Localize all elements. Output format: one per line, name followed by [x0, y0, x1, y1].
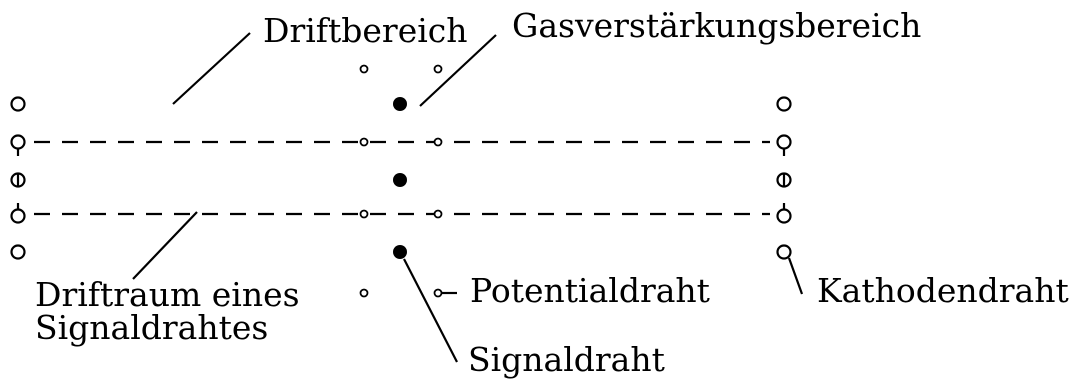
cathode-wire-leader [787, 257, 804, 295]
cathode-wires-left [10, 96, 26, 260]
cathode-wire [10, 134, 26, 150]
potential-wire [433, 209, 443, 219]
cathode-wires-right [776, 96, 792, 260]
gas-amplification-region-label: Gasverstärkungsbereich [512, 6, 921, 45]
signal-wire [393, 97, 407, 111]
cathode-wire [776, 244, 792, 260]
potential-wire [359, 64, 369, 74]
potential-wire-legend-symbol [433, 288, 443, 298]
drift-space-leader [132, 211, 198, 280]
drift-region-leader [172, 32, 251, 105]
drift-space-label-line2: Signaldrahtes [35, 308, 268, 347]
drift-space-label-line1: Driftraum eines [35, 275, 300, 314]
signal-wire-label: Signaldraht [468, 340, 665, 379]
cathode-wire-label: Kathodendraht [817, 271, 1069, 310]
gas-amplification-region-leader [419, 34, 497, 107]
potential-wires [359, 64, 443, 298]
signal-wires [393, 97, 407, 259]
signal-wire [393, 245, 407, 259]
signal-wire [393, 173, 407, 187]
signal-wire-leader [403, 258, 458, 363]
cathode-wire [10, 208, 26, 224]
potential-wire [359, 137, 369, 147]
potential-wire [359, 209, 369, 219]
drift-region-label: Driftbereich [263, 11, 468, 50]
cathode-wire [776, 96, 792, 112]
potential-wire-label: Potentialdraht [470, 271, 710, 310]
cathode-wire [10, 244, 26, 260]
cathode-wire [776, 134, 792, 150]
cathode-wire [10, 96, 26, 112]
potential-wire [359, 288, 369, 298]
cathode-wire [776, 208, 792, 224]
potential-wire [433, 137, 443, 147]
potential-wire [433, 64, 443, 74]
